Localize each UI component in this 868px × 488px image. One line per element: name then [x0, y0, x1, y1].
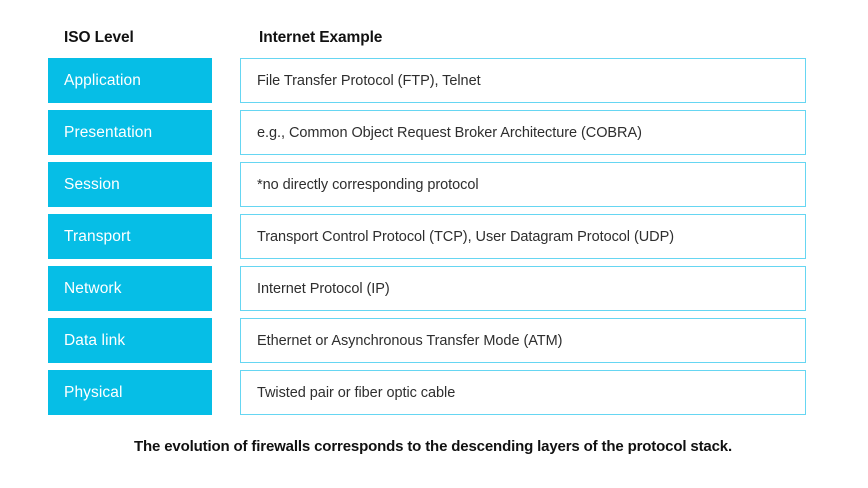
example-label: File Transfer Protocol (FTP), Telnet — [257, 72, 481, 89]
example-cell-session: *no directly corresponding protocol — [240, 162, 806, 207]
example-label: e.g., Common Object Request Broker Archi… — [257, 124, 642, 141]
layer-cell-transport: Transport — [48, 214, 212, 259]
column-header-iso-level: ISO Level — [64, 29, 134, 46]
example-cell-application: File Transfer Protocol (FTP), Telnet — [240, 58, 806, 103]
example-label: Transport Control Protocol (TCP), User D… — [257, 228, 674, 245]
table-row: Network Internet Protocol (IP) — [48, 266, 806, 311]
column-header-internet-example: Internet Example — [259, 29, 383, 46]
layer-label: Application — [64, 71, 141, 89]
table-header-row: ISO Level Internet Example — [48, 29, 806, 51]
table-row: Session *no directly corresponding proto… — [48, 162, 806, 207]
layer-cell-presentation: Presentation — [48, 110, 212, 155]
layer-cell-data-link: Data link — [48, 318, 212, 363]
layer-cell-session: Session — [48, 162, 212, 207]
table-row: Presentation e.g., Common Object Request… — [48, 110, 806, 155]
layer-label: Data link — [64, 331, 126, 349]
layer-label: Physical — [64, 383, 123, 401]
figure-caption: The evolution of firewalls corresponds t… — [133, 438, 733, 455]
layer-label: Presentation — [64, 123, 153, 141]
example-cell-data-link: Ethernet or Asynchronous Transfer Mode (… — [240, 318, 806, 363]
layer-cell-network: Network — [48, 266, 212, 311]
table-row: Physical Twisted pair or fiber optic cab… — [48, 370, 806, 415]
layer-label: Transport — [64, 227, 131, 245]
layer-cell-physical: Physical — [48, 370, 212, 415]
example-cell-physical: Twisted pair or fiber optic cable — [240, 370, 806, 415]
example-label: Internet Protocol (IP) — [257, 280, 390, 297]
table-row: Transport Transport Control Protocol (TC… — [48, 214, 806, 259]
table-row: Data link Ethernet or Asynchronous Trans… — [48, 318, 806, 363]
example-cell-network: Internet Protocol (IP) — [240, 266, 806, 311]
table-body: Application File Transfer Protocol (FTP)… — [48, 58, 806, 415]
example-cell-presentation: e.g., Common Object Request Broker Archi… — [240, 110, 806, 155]
example-label: Twisted pair or fiber optic cable — [257, 384, 456, 401]
table-row: Application File Transfer Protocol (FTP)… — [48, 58, 806, 103]
example-cell-transport: Transport Control Protocol (TCP), User D… — [240, 214, 806, 259]
example-label: Ethernet or Asynchronous Transfer Mode (… — [257, 332, 563, 349]
example-label: *no directly corresponding protocol — [257, 176, 479, 193]
layer-label: Session — [64, 175, 120, 193]
layer-cell-application: Application — [48, 58, 212, 103]
layer-label: Network — [64, 279, 122, 297]
